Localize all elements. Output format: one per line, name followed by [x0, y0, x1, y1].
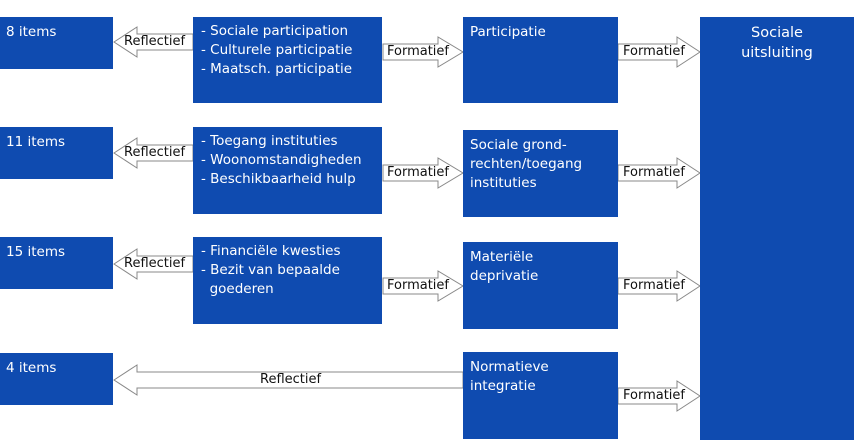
concept-label: Participatie [470, 24, 546, 40]
indicator-item: - Maatsch. participatie [201, 61, 353, 77]
items-count: 4 items [6, 360, 57, 376]
concept-label: instituties [470, 175, 537, 191]
items-box-row1: 8 items [0, 17, 113, 69]
items-count: 11 items [6, 134, 66, 150]
formative-arrow-row1a [382, 36, 464, 68]
formative-label-row3b: Formatief [623, 278, 685, 293]
concept-label: integratie [470, 378, 536, 394]
indicator-item: - Sociale participation [201, 23, 349, 39]
formative-arrow-row2a [382, 157, 464, 189]
formative-label-row1b: Formatief [623, 44, 685, 59]
reflective-label-row3: Reflectief [124, 256, 186, 271]
formative-arrow-row1b [617, 36, 701, 68]
items-count: 15 items [6, 244, 66, 260]
concept-label: Materiële [470, 249, 534, 265]
formative-arrow-row2b [617, 157, 701, 189]
indicator-item: - Woonomstandigheden [201, 152, 362, 168]
outcome-label: uitsluiting [741, 45, 813, 61]
reflective-label-row4: Reflectief [260, 372, 322, 387]
formative-label-row1a: Formatief [387, 44, 449, 59]
items-box-row4: 4 items [0, 353, 113, 405]
concept-label: Sociale grond- [470, 137, 567, 153]
reflective-label-row1: Reflectief [124, 34, 186, 49]
formative-arrow-row3b [617, 270, 701, 302]
concept-box-row1: Participatie [463, 17, 618, 103]
formative-label-row4b: Formatief [623, 388, 685, 403]
concept-box-row4: Normatieve integratie [463, 352, 618, 439]
outcome-box: Sociale uitsluiting [700, 17, 854, 440]
indicators-box-row3: - Financiële kwesties - Bezit van bepaal… [193, 237, 382, 324]
indicators-box-row1: - Sociale participation - Culturele part… [193, 17, 382, 103]
formative-label-row2b: Formatief [623, 165, 685, 180]
concept-label: Normatieve [470, 359, 549, 375]
indicator-item: - Beschikbaarheid hulp [201, 171, 356, 187]
formative-arrow-row4b [617, 380, 701, 412]
indicators-box-row2: - Toegang instituties - Woonomstandighed… [193, 127, 382, 214]
formative-label-row3a: Formatief [387, 278, 449, 293]
items-box-row2: 11 items [0, 127, 113, 179]
outcome-label: Sociale [751, 25, 803, 41]
concept-label: rechten/toegang [470, 156, 583, 172]
indicator-item: - Culturele participatie [201, 42, 353, 58]
reflective-label-row2: Reflectief [124, 145, 186, 160]
indicator-item: - Financiële kwesties [201, 243, 341, 259]
concept-box-row2: Sociale grond- rechten/toegang instituti… [463, 130, 618, 217]
concept-label: deprivatie [470, 268, 539, 284]
indicator-item: - Toegang instituties [201, 133, 338, 149]
formative-label-row2a: Formatief [387, 165, 449, 180]
indicator-item: - Bezit van bepaalde [201, 262, 340, 278]
items-count: 8 items [6, 24, 57, 40]
indicator-item: goederen [201, 281, 274, 297]
formative-arrow-row3a [382, 270, 464, 302]
items-box-row3: 15 items [0, 237, 113, 289]
concept-box-row3: Materiële deprivatie [463, 242, 618, 329]
